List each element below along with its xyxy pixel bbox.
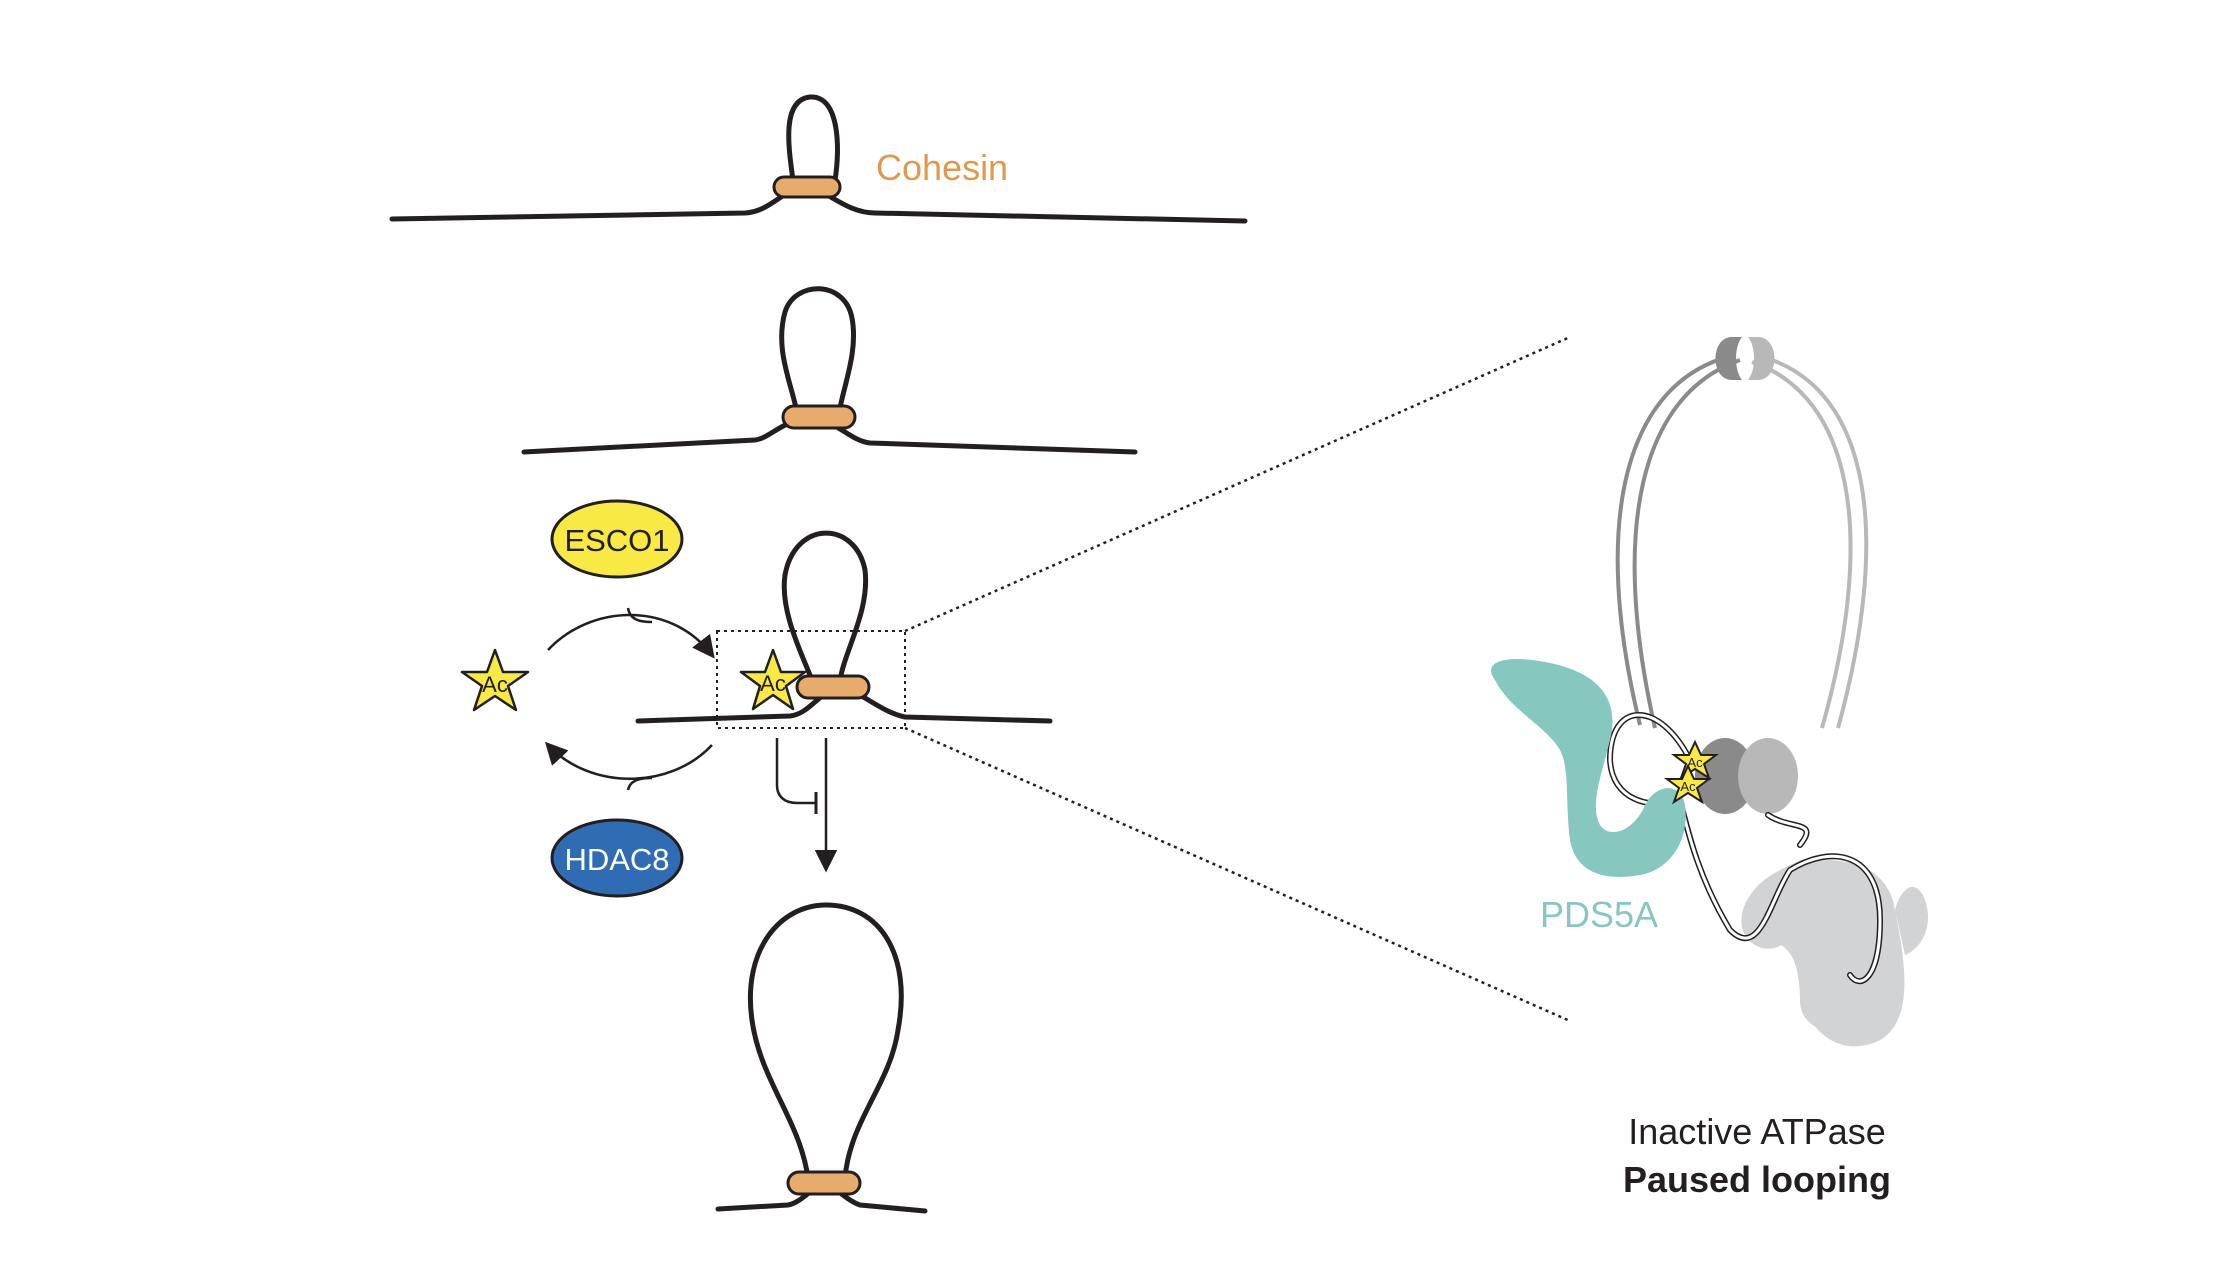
dna-loop-2 [779,286,857,411]
complex-acetyl-label-1: Ac [1687,755,1703,770]
loop-stage-2 [521,286,1138,455]
esco1-label: ESCO1 [564,523,669,558]
progression [775,738,838,873]
hdac8-label: HDAC8 [564,842,669,877]
complex-acetyl-label-2: Ac [1680,779,1696,794]
caption-line-2: Paused looping [1623,1159,1891,1200]
hdac8-enzyme [550,818,684,898]
kleisin-thread-inner [1608,713,1882,983]
hdac8-connector [626,776,653,791]
loop-stage-3: Ac [635,530,1053,729]
caption: Inactive ATPase Paused looping [1623,1111,1891,1200]
loop-stage-1: Cohesin [389,94,1248,224]
dna-loop-1 [786,94,840,183]
esco1-connector [626,607,653,624]
deacetylation-arrow [544,741,713,780]
complex-acetyl-star-icon-1 [1671,739,1719,781]
smc-head-light [1738,738,1798,814]
pds5a-label: PDS5A [1540,894,1658,935]
smc-arms [1615,353,1869,729]
caption-line-1: Inactive ATPase [1628,1111,1885,1152]
acetyl-star-icon [739,648,807,711]
smc-hinge-dark [1715,337,1742,380]
free-acetyl-label: Ac [482,672,508,697]
stag-lobe [1895,886,1929,955]
cohesin-ring-3 [795,674,871,700]
pds5a-subunit [1491,659,1686,877]
zoom-guides [904,335,1571,1023]
zoom-box [716,630,906,729]
smc-hinge-light [1748,337,1775,380]
acetyl-star-label: Ac [760,671,786,696]
inhibition-bar-icon [775,738,816,805]
free-acetyl-star-icon [460,648,530,712]
loop-stage-4 [715,902,928,1214]
cohesin-ring-4 [786,1170,862,1196]
cohesin-ring-1 [772,175,842,199]
esco1-enzyme [550,499,684,579]
cohesin-complex-zoom: Ac Ac PDS5A [1491,337,1929,1047]
cohesin-label: Cohesin [876,147,1008,188]
dna-loop-4 [748,902,904,1181]
stag-body [1746,860,1905,1047]
cohesin-ring-2 [781,404,857,430]
acetylation-cycle: ESCO1 HDAC8 Ac [460,499,715,898]
complex-acetyl-star-icon-2 [1664,763,1712,805]
dna-loop-3 [781,530,869,683]
acetylation-arrow [547,613,715,659]
